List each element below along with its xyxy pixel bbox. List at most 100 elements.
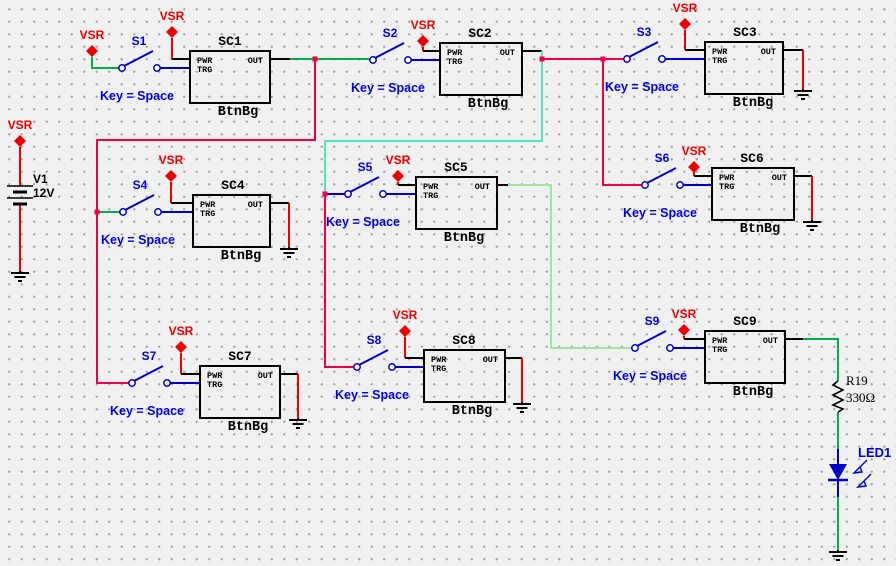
- block-body[interactable]: [189, 50, 271, 104]
- switch-pole-right[interactable]: [388, 363, 396, 371]
- switch-pole-left[interactable]: [641, 181, 649, 189]
- block-body[interactable]: [704, 330, 786, 384]
- vsr-diamond-icon: [678, 324, 690, 336]
- switch-pole-left[interactable]: [631, 344, 639, 352]
- switch-blade[interactable]: [646, 167, 677, 184]
- switch-S6[interactable]: [641, 167, 684, 189]
- vsr-net-flag[interactable]: VSR: [169, 324, 194, 353]
- switch-blade[interactable]: [133, 365, 164, 382]
- block-body[interactable]: [415, 176, 498, 230]
- switch-S7[interactable]: [128, 365, 171, 387]
- wire[interactable]: [324, 51, 543, 194]
- vsr-net-flag[interactable]: VSR: [682, 144, 707, 173]
- switch-pole-left[interactable]: [119, 208, 127, 216]
- switch-blade[interactable]: [123, 50, 154, 67]
- vsr-label: VSR: [169, 324, 194, 338]
- vsr-net-flag[interactable]: VSR: [673, 1, 698, 30]
- wire-junction-dot: [94, 209, 100, 215]
- pin-label-pwr: PWR: [431, 355, 447, 365]
- switch-S4[interactable]: [119, 194, 162, 216]
- switch-pole-right[interactable]: [676, 181, 684, 189]
- wire[interactable]: [803, 338, 839, 381]
- switch-S1[interactable]: [118, 50, 161, 72]
- switch-pole-right[interactable]: [658, 55, 666, 63]
- switch-S3[interactable]: [623, 41, 666, 63]
- switch-pole-left[interactable]: [353, 363, 361, 371]
- vsr-net-flag[interactable]: VSR: [672, 307, 697, 336]
- block-body[interactable]: [711, 167, 795, 221]
- ground-symbol[interactable]: [289, 418, 307, 429]
- pin-label-out: OUT: [248, 200, 263, 210]
- ground-symbol[interactable]: [829, 550, 847, 561]
- switch-blade[interactable]: [636, 330, 667, 347]
- switch-blade[interactable]: [124, 194, 155, 211]
- switch-S5[interactable]: [344, 176, 387, 198]
- block-body[interactable]: [439, 42, 523, 96]
- vsr-net-flag[interactable]: VSR: [160, 9, 185, 38]
- switch-blade[interactable]: [374, 42, 405, 59]
- pin-label-pwr: PWR: [200, 200, 216, 210]
- switch-pole-right[interactable]: [666, 344, 674, 352]
- ground-symbol[interactable]: [803, 220, 821, 231]
- ground-symbol[interactable]: [513, 402, 531, 413]
- battery-ref-label: V1: [33, 172, 48, 186]
- pin-label-pwr: PWR: [197, 56, 213, 66]
- vsr-net-flag[interactable]: VSR: [386, 153, 411, 182]
- led-LED1[interactable]: LED1: [828, 445, 891, 488]
- switch-pole-right[interactable]: [163, 379, 171, 387]
- switch-blade[interactable]: [349, 176, 380, 193]
- wire[interactable]: [91, 57, 119, 69]
- switch-pole-right[interactable]: [153, 64, 161, 72]
- switch-blade[interactable]: [628, 41, 659, 58]
- vsr-net-flag[interactable]: VSR: [8, 118, 33, 147]
- wire-junction-dot: [322, 191, 328, 197]
- ground-symbol[interactable]: [11, 271, 29, 282]
- vsr-net-flag[interactable]: VSR: [159, 153, 184, 182]
- block-body[interactable]: [192, 194, 271, 248]
- wire[interactable]: [602, 59, 642, 186]
- switch-pole-right[interactable]: [154, 208, 162, 216]
- vsr-net-flag[interactable]: VSR: [393, 308, 418, 337]
- pin-label-trg: TRG: [423, 191, 438, 201]
- pin-label-out: OUT: [475, 182, 490, 192]
- ground-symbol[interactable]: [794, 89, 812, 100]
- key-label: Key = Space: [335, 388, 409, 402]
- switch-blade[interactable]: [358, 349, 389, 366]
- key-label: Key = Space: [351, 81, 425, 95]
- wire[interactable]: [96, 59, 316, 384]
- wire[interactable]: [324, 194, 354, 368]
- switch-pole-left[interactable]: [623, 55, 631, 63]
- block-ref-label: SC7: [228, 349, 251, 364]
- block-body[interactable]: [199, 365, 281, 419]
- wire[interactable]: [508, 184, 632, 349]
- switch-pole-left[interactable]: [118, 64, 126, 72]
- switch-S2[interactable]: [369, 42, 412, 64]
- switch-pole-left[interactable]: [369, 56, 377, 64]
- switch-S8[interactable]: [353, 349, 396, 371]
- ground-symbol[interactable]: [280, 247, 298, 258]
- switch-pole-left[interactable]: [128, 379, 136, 387]
- vsr-net-flag[interactable]: VSR: [411, 18, 436, 47]
- block-body[interactable]: [704, 41, 784, 95]
- block-body[interactable]: [423, 349, 506, 403]
- vsr-net-flag[interactable]: VSR: [80, 28, 105, 57]
- switch-S9[interactable]: [631, 330, 674, 352]
- switch-pole-right[interactable]: [404, 56, 412, 64]
- wire-junction-dot: [539, 56, 545, 62]
- switch-pole-right[interactable]: [379, 190, 387, 198]
- switch-pole-left[interactable]: [344, 190, 352, 198]
